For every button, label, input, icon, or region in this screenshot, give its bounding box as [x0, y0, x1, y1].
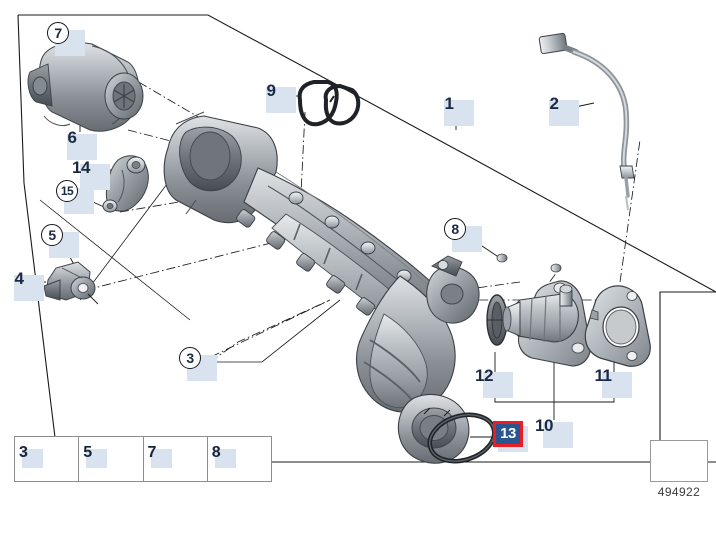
callout-10[interactable]: 10 — [535, 416, 573, 448]
callout-14[interactable]: 14 — [72, 158, 110, 190]
legend-8-chip — [214, 449, 236, 468]
drawing-number-block: 494922 — [650, 440, 708, 502]
callout-1-label: 1 — [444, 94, 454, 113]
callout-12[interactable]: 12 — [475, 366, 513, 398]
legend-item-5[interactable]: 5 — [79, 437, 144, 481]
callout-13-label: 13 — [500, 425, 516, 442]
callout-2-label: 2 — [549, 94, 559, 113]
callout-15-label: 15 — [56, 180, 78, 202]
callout-9[interactable]: 9 — [266, 81, 296, 113]
part-intake-manifold-assembly — [163, 111, 480, 464]
callout-4-label: 4 — [14, 269, 24, 288]
part-egr-sealing-disc — [486, 294, 508, 346]
callout-9-label: 9 — [266, 81, 276, 100]
legend-7-label: 7 — [147, 444, 157, 461]
callout-13-selected[interactable]: 13 — [493, 421, 528, 452]
callout-7[interactable]: 7 — [47, 22, 85, 56]
callout-2[interactable]: 2 — [549, 94, 579, 126]
callout-7-label: 7 — [47, 22, 69, 44]
callout-14-label: 14 — [72, 158, 90, 177]
callout-3[interactable]: 3 — [179, 347, 217, 381]
callout-15[interactable]: 15 — [56, 180, 94, 214]
part-charge-air-pressure-sensor — [43, 261, 99, 305]
legend-5-label: 5 — [83, 444, 93, 461]
callout-6[interactable]: 6 — [67, 128, 97, 160]
part-manifold-profile-gasket — [297, 80, 361, 127]
callout-8-label: 8 — [444, 218, 466, 240]
part-egr-valve — [502, 280, 591, 367]
view-direction-box — [650, 440, 708, 482]
callout-13-highlight — [493, 421, 523, 447]
legend-item-8[interactable]: 8 — [208, 437, 271, 481]
mounting-bolt-marks — [496, 253, 562, 273]
legend-7-chip — [150, 449, 172, 468]
legend-8-label: 8 — [211, 444, 221, 461]
callout-3-label: 3 — [179, 347, 201, 369]
part-exhaust-gas-temperature-sensor — [538, 32, 635, 211]
legend-item-7[interactable]: 7 — [144, 437, 208, 481]
callout-12-label: 12 — [475, 366, 493, 385]
part-swirl-flap-actuator — [27, 41, 144, 132]
callout-4[interactable]: 4 — [14, 269, 44, 301]
legend-5-chip — [86, 449, 108, 468]
callout-11[interactable]: 11 — [595, 366, 632, 398]
callout-5[interactable]: 5 — [41, 224, 79, 258]
legend-item-3[interactable]: 3 — [15, 437, 80, 481]
callout-5-label: 5 — [41, 224, 63, 246]
callout-11-label: 11 — [594, 366, 612, 385]
callout-10-label: 10 — [535, 416, 553, 435]
part-actuator-lever — [102, 155, 149, 213]
legend-3-chip — [22, 449, 43, 468]
callout-6-label: 6 — [67, 128, 77, 147]
callout-1[interactable]: 1 — [444, 94, 474, 126]
legend-3-label: 3 — [19, 444, 28, 461]
callout-8[interactable]: 8 — [444, 218, 482, 252]
drawing-number: 494922 — [657, 485, 701, 499]
fastener-legend: 3 5 7 8 — [14, 436, 272, 482]
part-egr-flange-gasket — [584, 285, 651, 367]
